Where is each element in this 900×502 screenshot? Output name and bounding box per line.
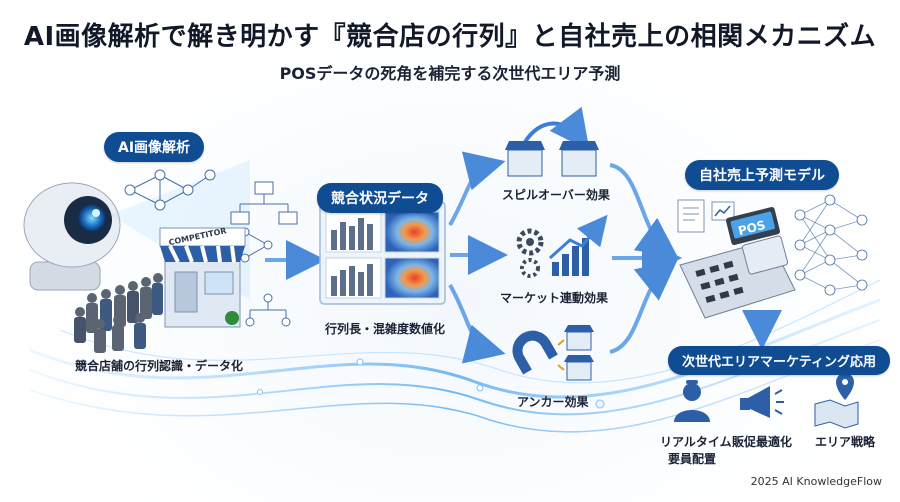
app-label-area-strategy: エリア戦略 xyxy=(815,435,876,449)
converge-arrows xyxy=(609,163,682,354)
queue-of-people xyxy=(74,273,163,353)
effect-market-label: マーケット連動効果 xyxy=(500,291,609,305)
report-document-icon xyxy=(677,199,735,233)
effect-spillover-label: スピルオーバー効果 xyxy=(502,188,610,202)
competition-data-charts xyxy=(319,201,446,305)
megaphone-icon xyxy=(740,386,784,418)
tree-network-icon xyxy=(245,293,291,327)
footer-credit: 2025 AI KnowledgeFlow xyxy=(750,475,882,488)
anchor-magnet-icon xyxy=(512,325,594,381)
spillover-shops-icon xyxy=(505,106,599,177)
pos-terminal-icon xyxy=(679,207,796,319)
app-label-promotion: 販促最適化 xyxy=(732,435,793,449)
effect-anchor-label: アンカー効果 xyxy=(517,395,589,409)
market-gears-chart-icon xyxy=(516,214,608,278)
map-pin-icon xyxy=(814,373,859,429)
page-subtitle: POSデータの死角を補完する次世代エリア予測 xyxy=(279,64,621,83)
badge-sales-forecast-model: 自社売上予測モデル xyxy=(685,160,839,190)
caption-queue-quantification: 行列長・混雑度数値化 xyxy=(325,322,446,336)
neural-network-icon xyxy=(124,169,216,211)
badge-competition-data: 競合状況データ xyxy=(317,183,443,213)
competitor-store-icon xyxy=(159,227,246,328)
staff-person-icon xyxy=(674,380,710,422)
app-label-staffing-line1: リアルタイム xyxy=(660,435,732,449)
page-title: AI画像解析で解き明かす『競合店の行列』と自社売上の相関メカニズム xyxy=(23,22,877,52)
prediction-neural-net-icon xyxy=(794,194,868,296)
badge-area-marketing: 次世代エリアマーケティング応用 xyxy=(668,346,890,375)
badge-ai-image-analysis: AI画像解析 xyxy=(104,132,205,162)
hierarchy-icon xyxy=(230,181,298,225)
caption-queue-recognition: 競合店舗の行列認識・データ化 xyxy=(75,359,244,373)
branch-arrows xyxy=(448,151,508,364)
app-label-staffing: リアルタイム 要員配置 xyxy=(660,433,732,467)
app-label-staffing-line2: 要員配置 xyxy=(667,452,716,466)
